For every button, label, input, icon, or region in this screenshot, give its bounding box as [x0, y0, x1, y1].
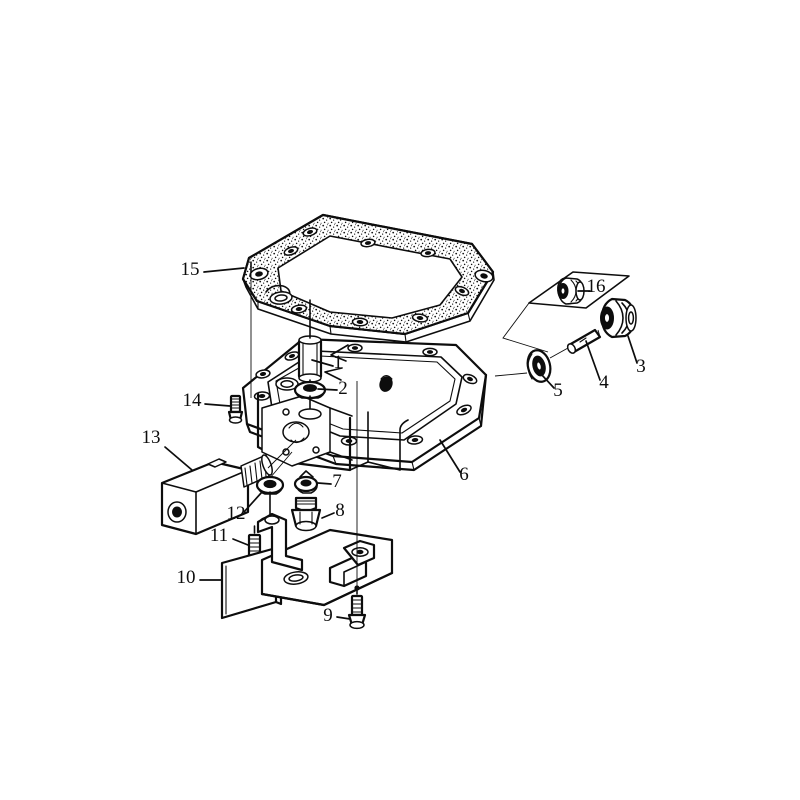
callout-8: 8: [335, 500, 345, 521]
part-16-alternate-plug: [528, 271, 630, 309]
mounting-bracket: [256, 512, 394, 607]
part-5-washer: [526, 349, 552, 383]
callout-13: 13: [142, 427, 161, 448]
part-8-fitting-nut: [290, 496, 322, 532]
part-9-mounting-screw: [347, 587, 367, 630]
callout-2: 2: [338, 378, 348, 399]
part-13-solenoid-switch: [160, 454, 273, 536]
callout-9: 9: [323, 605, 333, 626]
callout-7: 7: [332, 471, 342, 492]
part-14-cap-screw: [227, 394, 244, 424]
callout-16: 16: [587, 276, 606, 297]
callout-12: 12: [227, 503, 246, 524]
callout-10: 10: [177, 567, 196, 588]
part-2-washer-seat: [293, 380, 327, 420]
part-6-valve-housing: [241, 337, 488, 472]
callout-6: 6: [459, 464, 469, 485]
callout-11: 11: [210, 525, 228, 546]
leader-lines: [164, 267, 638, 620]
callout-labels: 1 2 3 4 5 6 7 8 9 10 11 12 13 14 15 16: [142, 259, 646, 626]
part-1-plunger: [297, 299, 323, 393]
callout-14: 14: [183, 390, 203, 411]
callout-15: 15: [181, 259, 200, 280]
part-4-shaft-pin: [566, 328, 602, 354]
assembly-centre-lines: [250, 261, 360, 591]
part-7-lock-washer: [293, 470, 319, 494]
callout-1: 1: [333, 352, 343, 373]
callout-3: 3: [636, 356, 646, 377]
part-15-gasket: [241, 213, 495, 343]
part-3-plug-assembly: [600, 297, 637, 339]
callout-5: 5: [553, 380, 563, 401]
callout-4: 4: [599, 372, 609, 393]
